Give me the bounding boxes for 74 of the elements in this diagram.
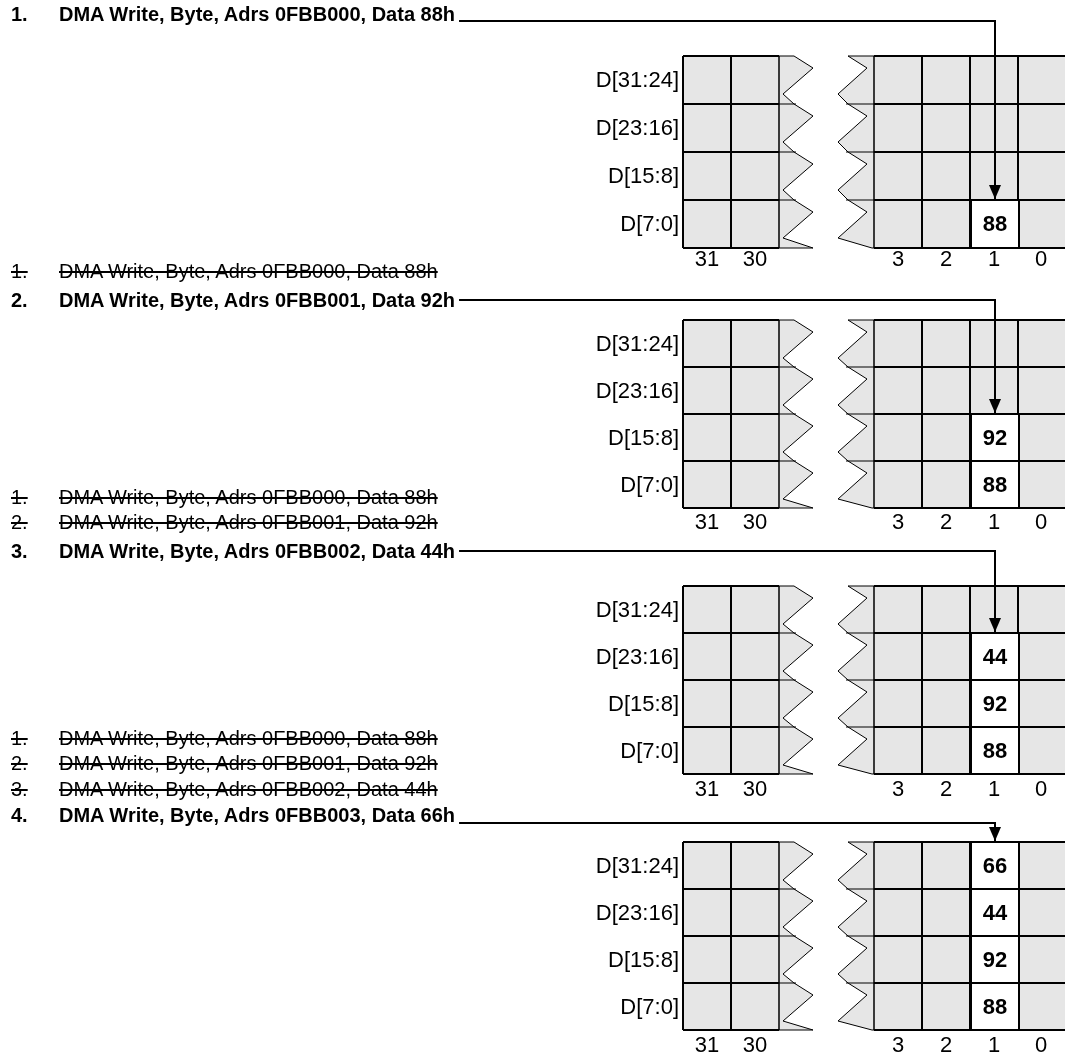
data-byte-cell: 88 (970, 460, 1020, 509)
step-heading: DMA Write, Byte, Adrs 0FBB003, Data 66h (59, 803, 456, 827)
bit-number: 2 (939, 777, 953, 801)
bit-number: 31 (694, 1033, 720, 1057)
data-byte-cell: 92 (970, 413, 1020, 462)
history-number: 1. (11, 259, 29, 283)
bit-number: 30 (742, 247, 768, 271)
history-entry: DMA Write, Byte, Adrs 0FBB000, Data 88h (59, 485, 438, 509)
history-entry: DMA Write, Byte, Adrs 0FBB001, Data 92h (59, 751, 438, 775)
history-number: 1. (11, 485, 29, 509)
step-number: 2. (11, 288, 29, 312)
byte-lane-label: D[15:8] (608, 690, 679, 717)
byte-lane-label: D[23:16] (595, 115, 679, 141)
bit-number: 0 (1034, 777, 1048, 801)
byte-lane-label: D[31:24] (595, 596, 679, 623)
arrow (458, 20, 1001, 200)
bit-number: 3 (891, 247, 905, 271)
data-byte-cell: 88 (970, 199, 1020, 249)
arrow (458, 299, 1001, 414)
history-entry: DMA Write, Byte, Adrs 0FBB002, Data 44h (59, 777, 438, 801)
data-byte-cell: 92 (970, 935, 1020, 984)
step-heading: DMA Write, Byte, Adrs 0FBB000, Data 88h (59, 2, 456, 26)
bit-number: 1 (987, 1033, 1001, 1057)
step-number: 3. (11, 539, 29, 563)
step-number: 4. (11, 803, 29, 827)
bit-number: 30 (742, 510, 768, 534)
bit-number: 31 (694, 247, 720, 271)
step-number: 1. (11, 2, 29, 26)
bit-number: 30 (742, 1033, 768, 1057)
bit-number: 3 (891, 777, 905, 801)
bit-number: 1 (987, 247, 1001, 271)
bit-number: 1 (987, 510, 1001, 534)
byte-lane-label: D[23:16] (595, 899, 679, 926)
step-heading: DMA Write, Byte, Adrs 0FBB002, Data 44h (59, 539, 456, 563)
byte-lane-label: D[7:0] (620, 471, 679, 498)
bit-number: 2 (939, 1033, 953, 1057)
history-number: 2. (11, 751, 29, 775)
bit-number: 2 (939, 510, 953, 534)
bit-number: 1 (987, 777, 1001, 801)
bit-number: 2 (939, 247, 953, 271)
bit-number: 3 (891, 1033, 905, 1057)
data-byte-cell: 44 (970, 888, 1020, 937)
byte-lane-label: D[31:24] (595, 330, 679, 357)
data-byte-cell: 88 (970, 726, 1020, 775)
byte-lane-label: D[7:0] (620, 737, 679, 764)
history-entry: DMA Write, Byte, Adrs 0FBB000, Data 88h (59, 259, 438, 283)
byte-lane-label: D[23:16] (595, 643, 679, 670)
data-byte-cell: 88 (970, 982, 1020, 1031)
data-byte-cell: 92 (970, 679, 1020, 728)
history-entry: DMA Write, Byte, Adrs 0FBB000, Data 88h (59, 726, 438, 750)
data-byte-cell: 66 (970, 841, 1020, 890)
bit-number: 3 (891, 510, 905, 534)
arrow (458, 550, 1001, 633)
byte-lane-label: D[15:8] (608, 946, 679, 973)
bit-number: 0 (1034, 247, 1048, 271)
data-byte-cell: 44 (970, 632, 1020, 681)
byte-lane-label: D[31:24] (595, 67, 679, 93)
bit-number: 31 (694, 510, 720, 534)
bit-number: 30 (742, 777, 768, 801)
history-entry: DMA Write, Byte, Adrs 0FBB001, Data 92h (59, 510, 438, 534)
byte-lane-label: D[23:16] (595, 377, 679, 404)
step-heading: DMA Write, Byte, Adrs 0FBB001, Data 92h (59, 288, 456, 312)
byte-lane-label: D[15:8] (608, 424, 679, 451)
byte-lane-label: D[7:0] (620, 211, 679, 237)
bit-number: 0 (1034, 510, 1048, 534)
byte-lane-label: D[15:8] (608, 163, 679, 189)
history-number: 2. (11, 510, 29, 534)
byte-lane-label: D[31:24] (595, 852, 679, 879)
byte-lane-label: D[7:0] (620, 993, 679, 1020)
bit-number: 31 (694, 777, 720, 801)
arrow (458, 822, 1001, 842)
history-number: 3. (11, 777, 29, 801)
history-number: 1. (11, 726, 29, 750)
bit-number: 0 (1034, 1033, 1048, 1057)
